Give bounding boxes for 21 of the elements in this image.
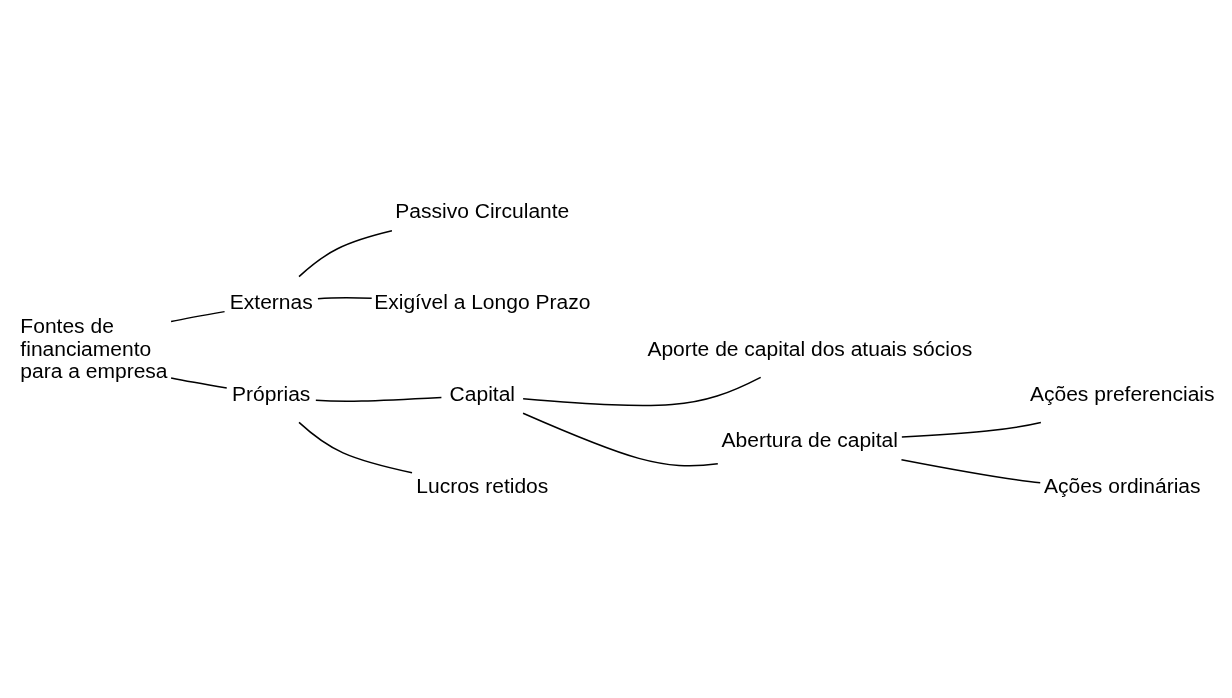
- connector: [170, 376, 228, 389]
- node-text: Abertura de capital: [721, 427, 898, 451]
- connector: [315, 396, 443, 402]
- connector: [522, 376, 762, 406]
- node-text: Lucros retidos: [416, 473, 549, 497]
- connector: [901, 421, 1042, 438]
- connector: [170, 310, 226, 322]
- node-text: Capital: [449, 381, 516, 405]
- connector: [522, 412, 719, 467]
- node-text: Exigível a Longo Prazo: [374, 289, 591, 313]
- node-text: Próprias: [232, 381, 311, 405]
- node-text: Passivo Circulante: [395, 198, 570, 222]
- node-text: Ações ordinárias: [1043, 473, 1201, 497]
- connector: [298, 229, 393, 277]
- node-text: Externas: [229, 289, 313, 313]
- connector: [317, 296, 373, 299]
- connector: [298, 421, 413, 473]
- node-text: Fontes de financiamento para a empresa: [20, 313, 168, 382]
- node-text: Ações preferenciais: [1029, 381, 1215, 405]
- node-text: Aporte de capital dos atuais sócios: [647, 336, 973, 360]
- connector: [900, 458, 1041, 484]
